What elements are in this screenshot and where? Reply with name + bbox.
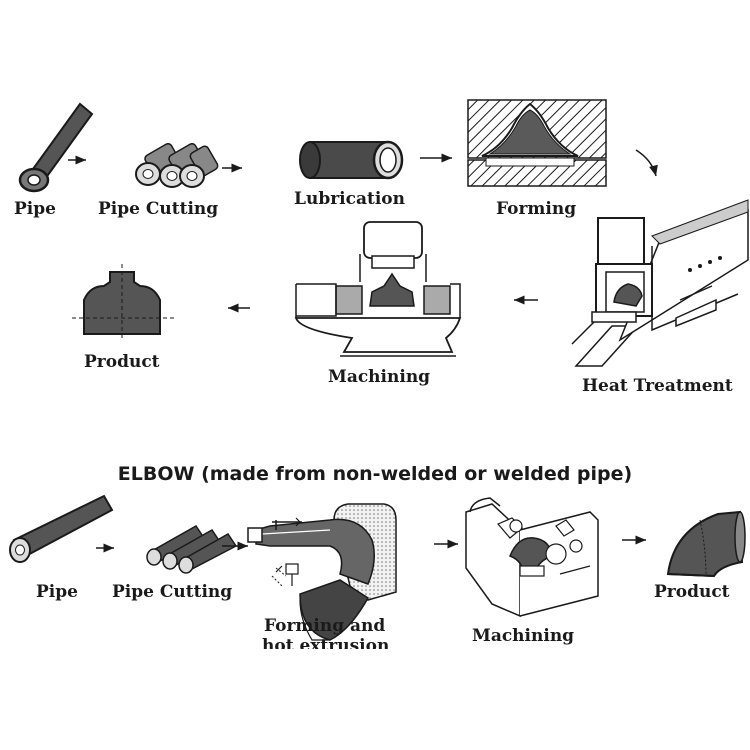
elbow-label-machining: Machining <box>472 626 575 646</box>
elbow-label-pipe-cutting: Pipe Cutting <box>112 582 233 602</box>
elbow-label-product: Product <box>654 582 730 602</box>
elbow-label-hot-extrusion: hot extrusion <box>262 636 390 649</box>
step-label-product: Product <box>84 352 160 372</box>
step-label-heat-treatment: Heat Treatment <box>582 376 733 396</box>
tee-fitting-icon <box>72 264 174 340</box>
elbow-section-title: ELBOW (made from non-welded or welded pi… <box>117 463 633 485</box>
step-label-pipe-cutting: Pipe Cutting <box>98 199 219 219</box>
pipe-cutting-icon <box>135 142 219 188</box>
flow-arrow <box>635 149 658 177</box>
step-label-pipe: Pipe <box>14 199 56 219</box>
machining-press-icon <box>294 221 462 357</box>
pipe-icon <box>9 494 114 563</box>
elbow-fitting-icon <box>666 510 746 578</box>
furnace-icon <box>571 199 749 367</box>
bevel-machine-icon <box>465 497 599 618</box>
step-label-lubrication: Lubrication <box>294 189 405 209</box>
elbow-label-pipe: Pipe <box>36 582 78 602</box>
pipe-icon <box>18 102 94 193</box>
pipe-cutting-icon <box>146 525 238 574</box>
forming-die-icon <box>467 99 607 187</box>
step-label-machining: Machining <box>328 367 431 387</box>
hot-extrusion-mandrel-icon <box>247 503 397 641</box>
elbow-label-forming: Forming and <box>264 616 386 636</box>
elbow-label-forming-line2-clip: hot extrusion <box>262 636 402 649</box>
step-label-forming: Forming <box>496 199 577 219</box>
lubrication-icon <box>299 140 404 180</box>
